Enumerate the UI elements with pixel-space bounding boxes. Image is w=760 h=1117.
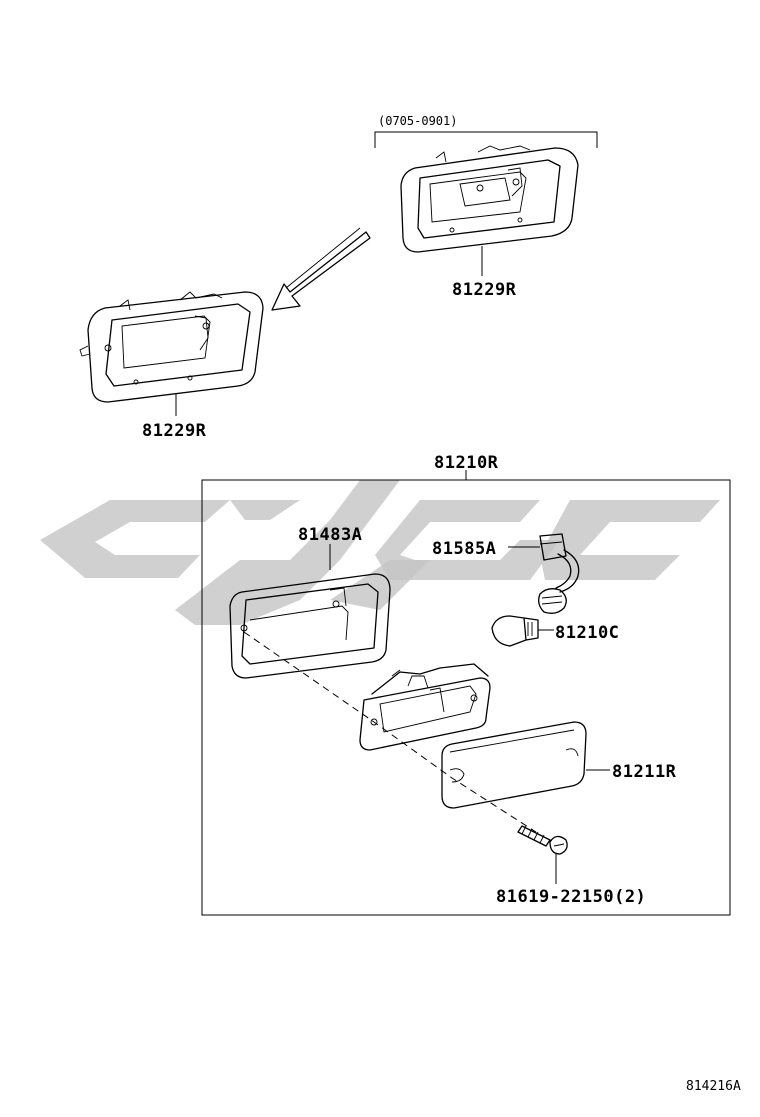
assembly-frame: 81210R [201,453,731,916]
watermark-logo [40,480,720,625]
date-range-label: (0705-0901) [378,114,457,128]
socket-label: 81585A [432,539,496,559]
bezel-lower-label: 81229R [142,421,207,441]
lens-label: 81211R [612,762,677,782]
gasket-part: 81483A [229,525,391,679]
gasket-label: 81483A [298,525,362,545]
bezel-lower-part: 81229R [79,291,264,441]
assembly-label: 81210R [434,453,499,473]
bezel-upper-label: 81229R [452,280,517,300]
date-range-bracket: (0705-0901) [374,114,598,148]
figure-code: 814216A [686,1079,741,1094]
screw-label: 81619-22150(2) [496,887,646,907]
bulb-label: 81210C [555,623,619,643]
lens-part: 81211R [441,721,677,809]
bulb-part: 81210C [491,615,619,647]
socket-part: 81585A [432,533,580,614]
arrow-icon [271,227,371,311]
bezel-upper-part: 81229R [400,145,579,300]
housing-part [359,663,491,751]
screw-part: 81619-22150(2) [496,825,646,907]
assembly-dashed-line [243,631,537,833]
